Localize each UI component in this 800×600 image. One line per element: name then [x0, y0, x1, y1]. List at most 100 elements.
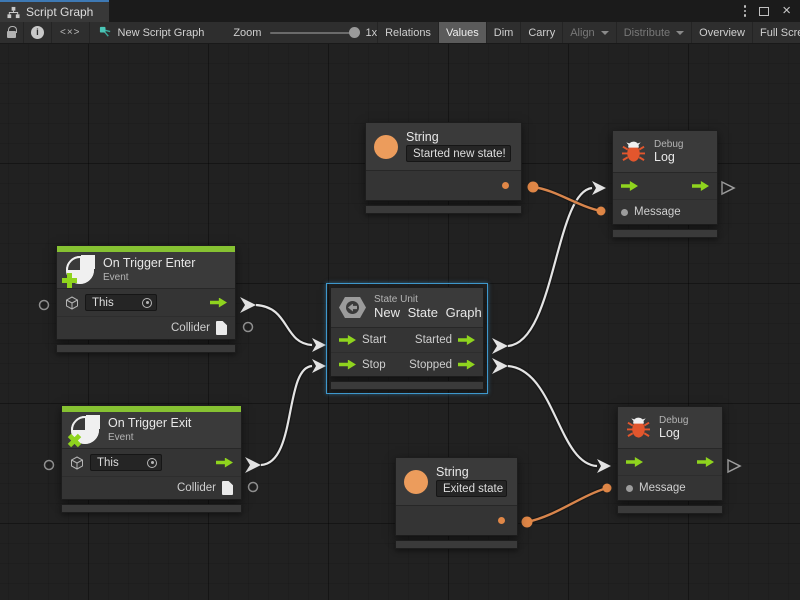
node-subtitle: State Unit: [374, 294, 418, 306]
node-footer: [395, 540, 518, 549]
dim-button[interactable]: Dim: [485, 22, 521, 43]
relations-button[interactable]: Relations: [377, 22, 438, 43]
stopped-label: Stopped: [409, 358, 452, 371]
kebab-menu-icon[interactable]: [743, 5, 747, 17]
node-footer: [617, 505, 723, 514]
port-enter-flow-output[interactable]: [240, 297, 256, 313]
distribute-dropdown[interactable]: Distribute: [615, 22, 691, 43]
graph-canvas[interactable]: String Started new state!: [0, 44, 800, 600]
lock-button[interactable]: [0, 22, 24, 43]
collider-type-icon: [222, 481, 233, 495]
port-stopped-output[interactable]: [492, 358, 508, 374]
code-view-button[interactable]: [52, 22, 90, 43]
wire-string-bottom-to-message[interactable]: [521, 483, 612, 528]
node-on-trigger-enter[interactable]: On Trigger Enter Event This: [56, 245, 236, 353]
state-unit-icon: [339, 296, 366, 319]
overview-button[interactable]: Overview: [691, 22, 752, 43]
message-input-port[interactable]: [626, 484, 633, 492]
port-enter-target-input[interactable]: [38, 299, 50, 311]
info-button[interactable]: [24, 22, 52, 43]
flow-input-port[interactable]: [621, 181, 638, 191]
on-trigger-exit-icon: [67, 415, 100, 448]
message-input-port[interactable]: [621, 208, 628, 216]
node-footer: [365, 205, 522, 214]
flow-input-port[interactable]: [626, 457, 643, 467]
gameobject-cube-icon: [66, 295, 78, 310]
started-label: Started: [414, 334, 452, 346]
info-icon: [31, 26, 44, 39]
start-input-port[interactable]: [339, 335, 356, 345]
event-accent-bar: [62, 406, 241, 412]
chevron-down-icon: [600, 30, 609, 35]
wire-exit-to-stop[interactable]: [260, 359, 326, 468]
flow-output-port[interactable]: [216, 457, 233, 468]
node-title: Log: [654, 149, 675, 164]
wire-stopped-to-log-bottom[interactable]: [507, 363, 611, 473]
string-type-icon: [374, 134, 398, 159]
flow-output-port[interactable]: [697, 457, 714, 467]
zoom-slider-handle[interactable]: [349, 27, 361, 38]
bug-icon: [627, 417, 650, 438]
target-object-field[interactable]: This: [85, 294, 157, 311]
flow-output-port[interactable]: [210, 297, 227, 308]
graph-name-button[interactable]: New Script Graph: [90, 22, 214, 43]
flow-output-port[interactable]: [692, 181, 709, 191]
port-log-top-flow-output[interactable]: [721, 180, 736, 196]
node-title: String: [406, 129, 439, 144]
values-button[interactable]: Values: [437, 22, 486, 43]
on-trigger-enter-icon: [62, 255, 95, 288]
zoom-label: Zoom: [233, 26, 262, 39]
align-dropdown[interactable]: Align: [562, 22, 615, 43]
string-output-port[interactable]: [498, 517, 505, 524]
event-accent-bar: [57, 246, 235, 252]
collider-label: Collider: [177, 482, 216, 494]
stop-label: Stop: [362, 358, 386, 371]
string-value-field[interactable]: Exited state: [436, 480, 507, 498]
window-controls: [743, 0, 800, 22]
fullscreen-button[interactable]: Full Screen: [752, 22, 800, 43]
graph-name-label: New Script Graph: [117, 26, 205, 39]
stop-input-port[interactable]: [339, 359, 356, 370]
carry-button[interactable]: Carry: [520, 22, 562, 43]
maximize-icon[interactable]: [759, 6, 770, 16]
string-output-port[interactable]: [502, 182, 509, 189]
node-string-top[interactable]: String Started new state!: [365, 122, 522, 214]
node-debug-log-top[interactable]: Debug Log Message: [612, 130, 718, 238]
close-icon[interactable]: [782, 6, 791, 16]
wire-enter-to-start[interactable]: [255, 302, 326, 352]
chevron-down-icon: [676, 30, 685, 35]
object-picker-icon[interactable]: [147, 457, 157, 468]
node-title: String: [436, 464, 469, 479]
wire-string-top-to-message[interactable]: [527, 181, 606, 216]
port-exit-flow-output[interactable]: [245, 457, 261, 473]
lock-icon: [7, 26, 17, 38]
string-value-field[interactable]: Started new state!: [406, 145, 511, 163]
object-picker-icon[interactable]: [142, 297, 152, 308]
wire-started-to-log-top[interactable]: [507, 181, 606, 349]
started-output-port[interactable]: [458, 335, 475, 345]
target-object-field[interactable]: This: [90, 454, 162, 471]
node-subtitle: Event: [108, 431, 134, 443]
node-title: On Trigger Enter: [103, 256, 196, 271]
tab-script-graph[interactable]: Script Graph: [0, 0, 110, 22]
wires-layer: [38, 180, 742, 528]
zoom-value: 1x: [365, 26, 378, 39]
node-debug-log-bottom[interactable]: Debug Log Message: [617, 406, 723, 514]
node-on-trigger-exit[interactable]: On Trigger Exit Event This: [61, 405, 242, 513]
port-log-bottom-flow-output[interactable]: [727, 458, 742, 474]
port-enter-collider-output[interactable]: [242, 321, 254, 333]
node-state-unit[interactable]: State Unit New State Graph Start Started…: [326, 283, 488, 394]
node-title: New State Graph: [374, 305, 482, 321]
port-exit-collider-output[interactable]: [247, 481, 259, 493]
bug-icon: [622, 141, 645, 162]
zoom-slider[interactable]: [270, 27, 361, 38]
stopped-output-port[interactable]: [458, 359, 475, 370]
collider-label: Collider: [171, 322, 210, 334]
message-label: Message: [634, 206, 681, 218]
node-subtitle: Event: [103, 271, 129, 283]
node-string-bottom[interactable]: String Exited state: [395, 457, 518, 549]
port-started-output[interactable]: [492, 338, 508, 354]
tab-title: Script Graph: [26, 5, 94, 19]
port-exit-target-input[interactable]: [43, 459, 55, 471]
